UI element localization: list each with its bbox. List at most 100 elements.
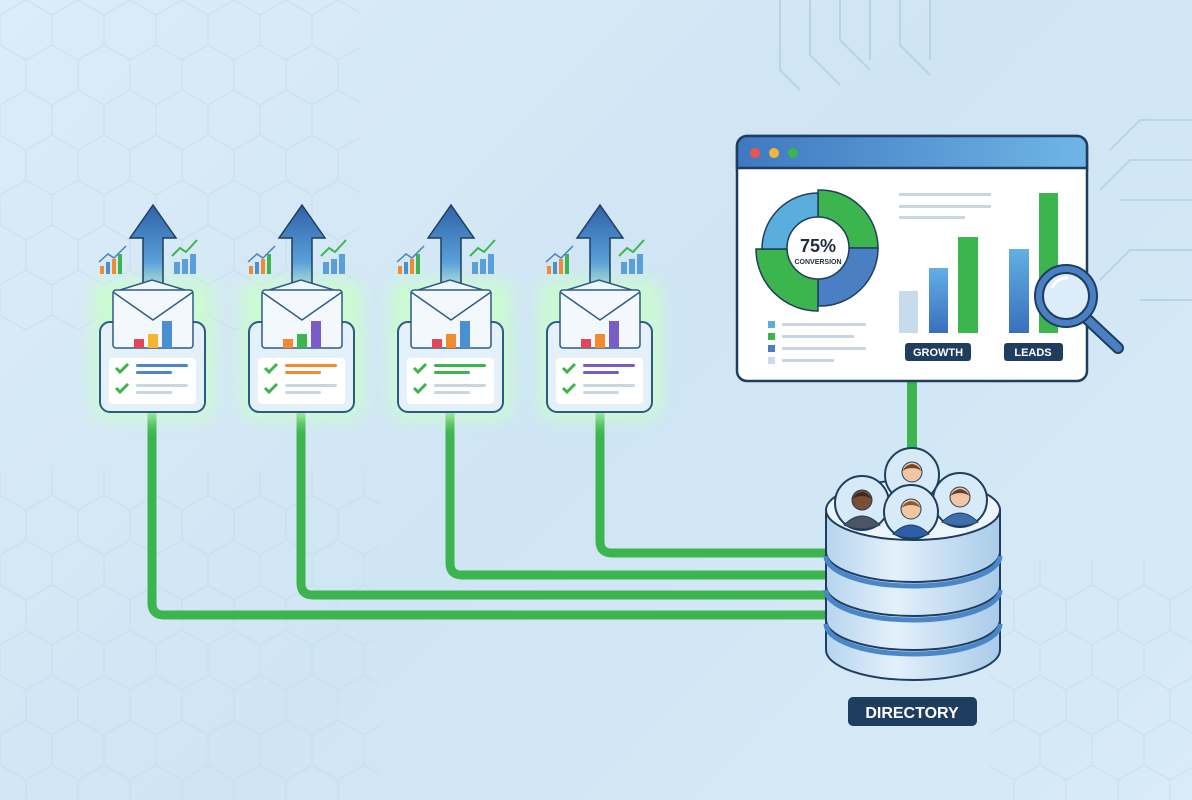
list-line <box>285 364 337 367</box>
directory-badge <box>848 697 977 726</box>
window-minimize-dot[interactable] <box>769 148 779 158</box>
envelope-flap-back <box>566 279 633 291</box>
list-line <box>434 391 470 394</box>
checklist <box>109 358 196 404</box>
window-maximize-dot[interactable] <box>788 148 798 158</box>
list-line <box>136 364 188 367</box>
trend-bar <box>553 262 557 274</box>
trend-bar <box>565 254 569 274</box>
avatar-hair <box>950 489 970 496</box>
trend-line <box>171 239 198 257</box>
connector-line <box>296 412 830 600</box>
analytics-dashboard-window: 75% CONVERSION GROWTH LEADS <box>735 134 1124 383</box>
checkmark-icon <box>114 362 130 375</box>
trend-chart-icon <box>171 239 198 274</box>
trend-bar <box>637 254 643 274</box>
email-card <box>539 203 661 420</box>
list-line <box>285 384 337 387</box>
email-envelope-icon <box>410 279 492 349</box>
envelope-bar <box>581 339 591 348</box>
trend-chart-icon <box>320 239 347 274</box>
trend-chart-icon <box>396 245 425 274</box>
trend-bar <box>323 262 329 274</box>
envelope-flap-back <box>417 279 484 291</box>
avatar <box>834 475 890 531</box>
avatar-hair <box>901 501 921 508</box>
hexagon-pattern-bottom-right <box>990 560 1192 800</box>
trend-bar <box>106 262 110 274</box>
trend-bar <box>621 262 627 274</box>
upload-arrow-icon <box>426 203 476 301</box>
list-line <box>136 371 172 374</box>
list-line <box>434 364 486 367</box>
list-line <box>583 364 635 367</box>
trend-bar <box>404 262 408 274</box>
list-line <box>583 371 619 374</box>
trend-line <box>396 245 425 263</box>
list-line <box>285 391 321 394</box>
list-line <box>583 391 619 394</box>
magnifier-icon <box>1034 264 1124 354</box>
email-envelope-icon <box>559 279 641 349</box>
envelope-bar <box>283 339 293 348</box>
connector-line <box>595 412 830 558</box>
trend-bar <box>488 254 494 274</box>
avatar-body <box>843 515 881 530</box>
avatar-hair <box>902 464 922 471</box>
trend-bar <box>547 266 551 274</box>
trend-line <box>545 245 574 263</box>
text-placeholder-lines <box>899 193 991 219</box>
email-card <box>390 203 512 420</box>
checklist <box>407 358 494 404</box>
envelope-fold <box>261 291 343 321</box>
upload-arrow-icon <box>128 203 178 301</box>
envelope-bar <box>297 334 307 348</box>
trend-bar <box>255 262 259 274</box>
list-line <box>136 391 172 394</box>
growth-label: GROWTH <box>913 347 963 359</box>
circuit-trace <box>809 0 841 86</box>
window-close-dot[interactable] <box>750 148 760 158</box>
growth-badge <box>905 343 971 361</box>
trend-bar <box>480 259 486 274</box>
circuit-trace <box>779 0 801 91</box>
dashboard-connector <box>907 378 917 468</box>
directory-label: DIRECTORY <box>865 705 959 722</box>
checkmark-icon <box>263 362 279 375</box>
leads-bar-1 <box>1009 249 1029 333</box>
trend-bar <box>112 259 116 274</box>
email-envelope-icon <box>112 279 194 349</box>
list-line <box>434 384 486 387</box>
email-card <box>241 203 363 420</box>
envelope-bar <box>134 339 144 348</box>
trend-bar <box>331 259 337 274</box>
leads-label: LEADS <box>1014 347 1051 359</box>
trend-bar <box>398 266 402 274</box>
trend-bar <box>118 254 122 274</box>
avatar <box>932 472 988 528</box>
trend-chart-icon <box>247 245 276 274</box>
avatar-body <box>941 512 979 527</box>
envelope-flap-back <box>119 279 186 291</box>
window-titlebar <box>735 134 1089 170</box>
trend-bar <box>559 259 563 274</box>
checklist <box>556 358 643 404</box>
envelope-bar <box>311 321 321 348</box>
checklist <box>258 358 345 404</box>
list-line <box>136 384 188 387</box>
trend-bar <box>416 254 420 274</box>
checkmark-icon <box>114 382 130 395</box>
email-card <box>92 203 214 420</box>
trend-bar <box>182 259 188 274</box>
growth-bar-1 <box>899 291 918 333</box>
trend-bar <box>410 259 414 274</box>
circuit-trace <box>1099 249 1192 281</box>
trend-bar <box>339 254 345 274</box>
trend-bar <box>629 259 635 274</box>
trend-chart-icon <box>98 245 127 274</box>
envelope-fold <box>410 291 492 321</box>
circuit-trace <box>839 0 871 71</box>
avatar <box>883 484 939 540</box>
envelope-bar <box>148 334 158 348</box>
